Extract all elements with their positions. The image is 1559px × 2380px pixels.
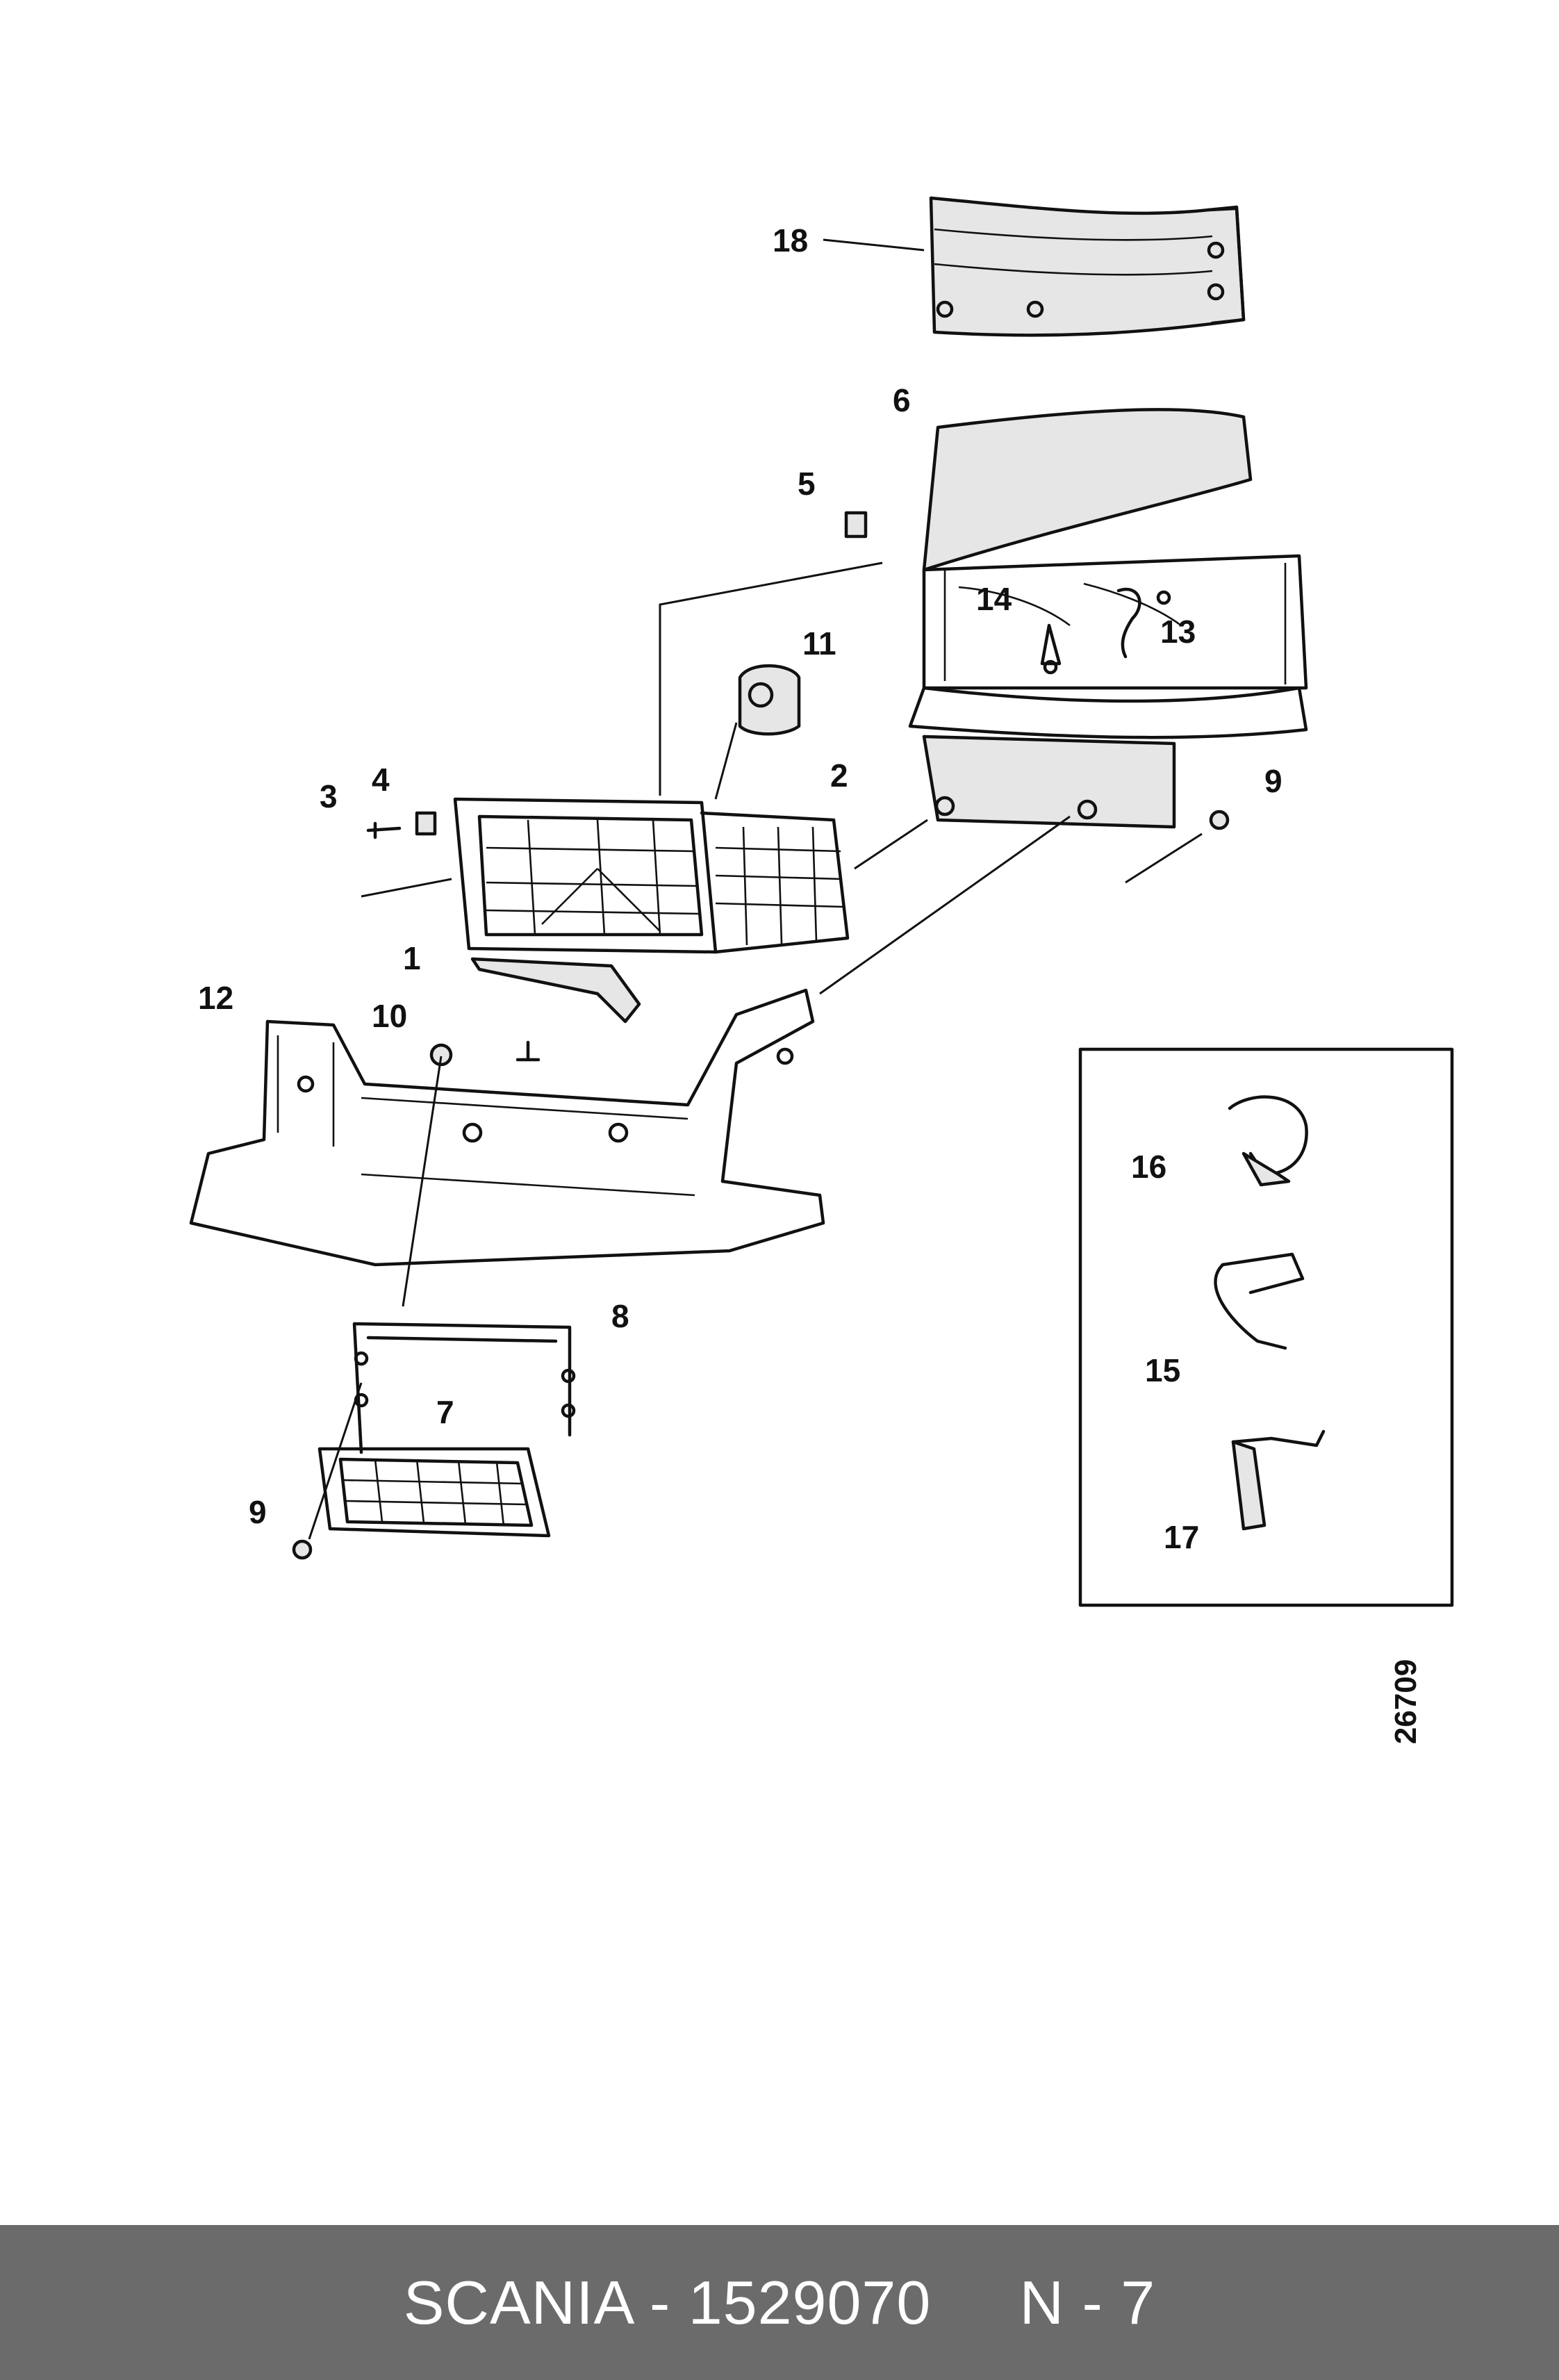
part-6-headlamp-housing [908,408,1308,829]
clip-inset-panel [1078,1047,1454,1607]
callout-label: 18 [773,222,808,258]
part-18-trim-panel [929,196,1246,337]
part-10-nut [429,1043,453,1067]
part-9-nut [292,810,1230,1560]
drawing-number: 26709 [1389,1659,1423,1744]
part-17-clip [1231,1429,1326,1531]
callout-label: 15 [1145,1352,1180,1388]
callout-label: 9 [1264,763,1282,799]
footer-bar: SCANIA - 1529070 N - 7 [0,2225,1559,2380]
callout-label: 13 [1160,614,1196,650]
callout-label: 11 [802,625,836,662]
exploded-parts-diagram: 18 6 5 14 13 11 2 4 3 1 9 12 10 8 7 9 16… [189,196,1454,1744]
callout-label: 6 [893,382,911,418]
callout-label: 1 [403,940,421,976]
part-13-spring-clip [1116,587,1171,659]
footer-part-reference: SCANIA - 1529070 N - 7 [403,2267,1156,2337]
callout-label: 10 [372,998,407,1034]
part-7-fog-lamp [317,1447,551,1538]
part-16-clip [1228,1095,1308,1187]
callout-label: 16 [1131,1149,1166,1185]
part-15-clip [1214,1252,1305,1350]
part-1-headlamp [453,797,718,954]
part-12-front-frame [189,988,825,1267]
leader-lines [308,238,1203,1540]
part-2-indicator-lamp [700,811,850,954]
part-11-cap [738,664,801,736]
callout-label: 17 [1164,1519,1199,1555]
callout-label: 2 [830,757,848,794]
callout-label: 12 [198,980,233,1016]
callout-label: 14 [976,581,1012,617]
callout-labels: 18 6 5 14 13 11 2 4 3 1 9 12 10 8 7 9 16… [198,222,1282,1555]
part-3-4-screw-and-clip [366,811,437,839]
callout-label: 7 [436,1394,454,1430]
part-5-clip [844,511,868,539]
callout-label: 8 [611,1298,629,1334]
callout-label: 3 [320,778,338,814]
callout-label: 9 [249,1494,267,1530]
part-8-bracket [352,1322,576,1454]
bracket-and-bolt [470,957,641,1062]
callout-label: 5 [798,466,816,502]
callout-label: 4 [372,762,390,798]
part-14-bulb [1040,623,1062,675]
